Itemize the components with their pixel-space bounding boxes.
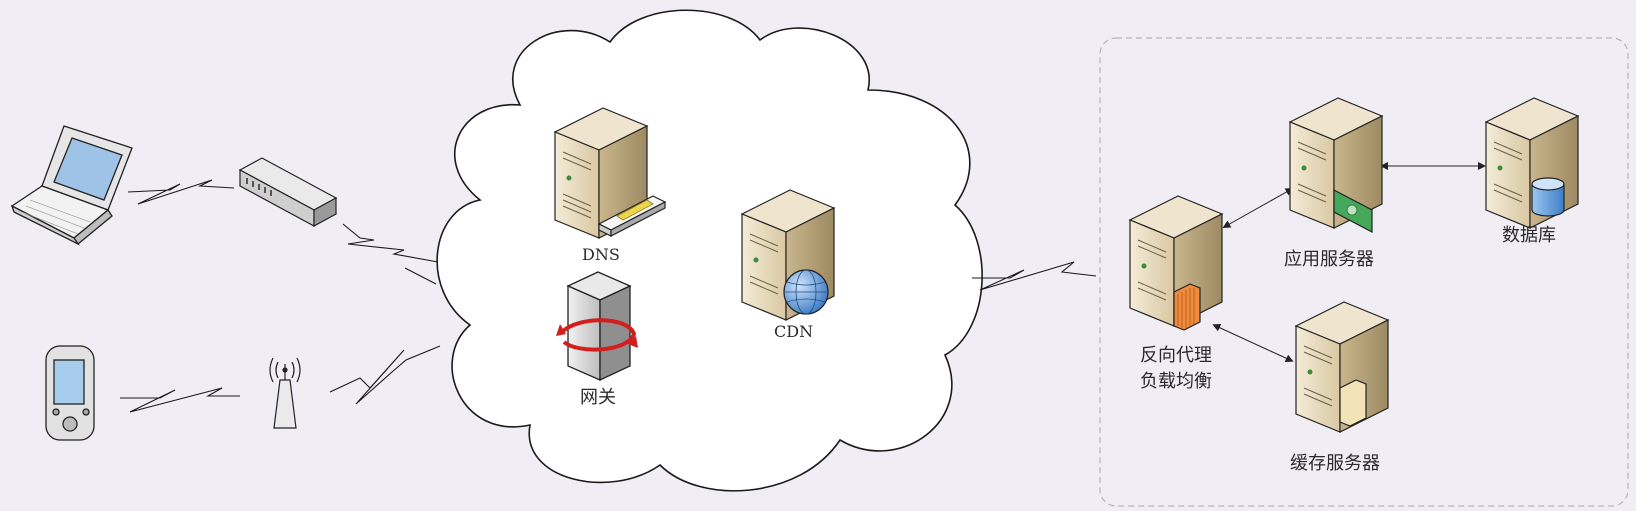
pda-icon xyxy=(45,345,95,441)
link-hub-cloud-2 xyxy=(404,267,437,285)
antenna-icon xyxy=(269,357,301,429)
cache-server-label: 缓存服务器 xyxy=(1290,453,1380,474)
link-cloud-proxy xyxy=(972,261,1097,291)
link-laptop-hub xyxy=(127,179,235,205)
cdn-server-icon xyxy=(740,189,836,321)
dns-server-icon xyxy=(553,107,667,239)
reverse-proxy-label-line2: 负载均衡 xyxy=(1140,371,1212,392)
server-connections xyxy=(1212,162,1486,362)
database-label: 数据库 xyxy=(1502,225,1556,246)
link-phone-antenna xyxy=(120,387,240,413)
dns-label: DNS xyxy=(582,245,620,264)
gateway-label: 网关 xyxy=(580,387,616,408)
internet-cloud xyxy=(436,9,983,492)
laptop-icon xyxy=(10,125,133,246)
arrow-proxy-cache xyxy=(1212,324,1294,362)
hub-icon xyxy=(238,157,338,228)
server-farm-boundary xyxy=(1099,37,1629,507)
link-hub-cloud xyxy=(342,223,439,263)
database-server-icon xyxy=(1484,97,1580,229)
cdn-label: CDN xyxy=(774,322,814,341)
arrow-proxy-app xyxy=(1222,188,1294,228)
reverse-proxy-label-line1: 反向代理 xyxy=(1140,345,1212,366)
reverse-proxy-server-icon xyxy=(1128,195,1224,331)
cache-server-icon xyxy=(1294,301,1390,433)
wan-links xyxy=(120,179,1097,413)
app-server-label: 应用服务器 xyxy=(1284,249,1374,270)
gateway-icon xyxy=(556,271,638,382)
app-server-icon xyxy=(1288,97,1384,233)
link-antenna-cloud xyxy=(329,345,441,405)
